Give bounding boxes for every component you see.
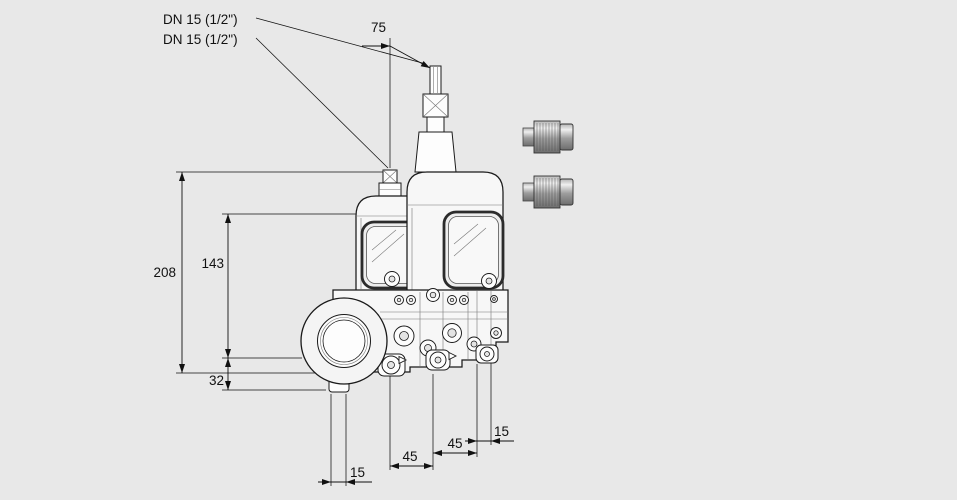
dim-label-45-right: 45 (447, 436, 462, 451)
dim-label-15-right: 15 (494, 424, 509, 439)
flow-arrow-mark-right (448, 351, 458, 361)
valve-assembly (300, 65, 509, 393)
right-stem (429, 65, 442, 95)
dim-label-143: 143 (201, 256, 224, 271)
fitting-knurled-body (533, 175, 561, 209)
actuator-right (406, 65, 505, 294)
fitting-nut (559, 178, 574, 206)
dim-label-208: 208 (153, 265, 176, 280)
dim-label-32: 32 (209, 373, 224, 388)
fitting-nut (559, 123, 574, 151)
dn-label-2: DN 15 (1/2") (163, 32, 238, 47)
dimension-annotations: DN 15 (1/2") DN 15 (1/2") 75 208 143 32 (153, 12, 514, 486)
pressure-tap-fitting-2 (522, 175, 574, 209)
fitting-knurled-body (533, 120, 561, 154)
flow-arrow-mark-left (398, 355, 408, 365)
flange-thread-circle (322, 319, 366, 363)
pipe-flange-front (300, 297, 388, 385)
dim-label-75: 75 (371, 20, 386, 35)
dim-label-45-left: 45 (402, 449, 417, 464)
valve-body (300, 288, 509, 393)
dn-leader-lines (255, 17, 427, 169)
pressure-tap-fitting-1 (522, 120, 574, 154)
right-actuator-neck (414, 131, 457, 173)
dn-label-1: DN 15 (1/2") (163, 12, 238, 27)
dim-label-15-left: 15 (350, 465, 365, 480)
flange-bore-circle (317, 314, 371, 368)
right-stem-collar (426, 116, 445, 133)
